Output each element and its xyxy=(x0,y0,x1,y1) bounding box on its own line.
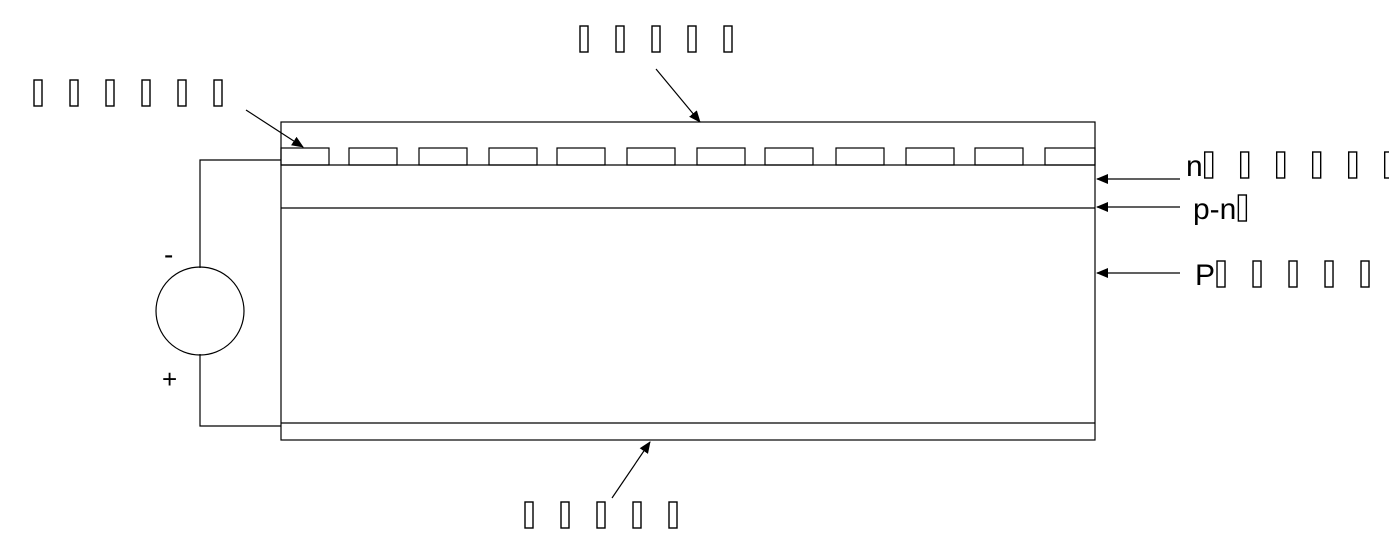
cell-body xyxy=(280,121,1096,441)
wire-top xyxy=(199,159,281,268)
finger-electrode xyxy=(418,147,468,166)
missing-glyph-box xyxy=(1203,151,1214,179)
finger-electrodes xyxy=(280,147,1096,166)
voltage-source xyxy=(155,266,245,356)
missing-glyph-box xyxy=(1360,260,1370,288)
arrow-bottom-center xyxy=(611,441,651,499)
missing-glyph-box xyxy=(141,79,151,107)
missing-glyph-box xyxy=(596,501,606,529)
finger-electrode xyxy=(280,147,330,166)
missing-glyph-box xyxy=(687,25,697,53)
external-circuit xyxy=(155,159,281,427)
missing-glyph-box xyxy=(1239,151,1250,179)
finger-electrode xyxy=(626,147,676,166)
missing-glyph-box xyxy=(1275,151,1286,179)
finger-electrode xyxy=(556,147,606,166)
missing-glyph-box xyxy=(1237,194,1248,222)
missing-glyph-box xyxy=(1324,260,1334,288)
missing-glyph-box xyxy=(615,25,625,53)
missing-glyph-box xyxy=(105,79,115,107)
label-top-center xyxy=(579,25,733,53)
missing-glyph-box xyxy=(560,501,570,529)
right_n-text: n xyxy=(1186,150,1203,183)
finger-electrode xyxy=(348,147,398,166)
finger-electrode xyxy=(696,147,746,166)
missing-glyph-box xyxy=(1383,151,1389,179)
finger-electrode xyxy=(1044,147,1096,166)
source-minus-sign: - xyxy=(164,239,173,270)
missing-glyph-box xyxy=(524,501,534,529)
missing-glyph-box xyxy=(1288,260,1298,288)
pointer-arrows xyxy=(245,68,1180,499)
source-plus-sign: + xyxy=(162,364,177,394)
finger-electrode xyxy=(974,147,1024,166)
finger-electrode xyxy=(764,147,814,166)
missing-glyph-box xyxy=(213,79,223,107)
missing-glyph-box xyxy=(579,25,589,53)
right_p-text: P xyxy=(1195,259,1215,292)
label-p-layer: P xyxy=(1195,259,1370,292)
cell-outline xyxy=(280,121,1096,441)
missing-glyph-box xyxy=(69,79,79,107)
finger-electrode xyxy=(835,147,885,166)
label-bottom-center xyxy=(524,501,678,529)
finger-electrode xyxy=(905,147,955,166)
label-top-left xyxy=(33,79,223,107)
missing-glyph-box xyxy=(632,501,642,529)
label-pn-junction: p-n xyxy=(1193,193,1248,226)
missing-glyph-box xyxy=(651,25,661,53)
missing-glyph-box xyxy=(1216,260,1226,288)
missing-glyph-box xyxy=(1252,260,1262,288)
missing-glyph-box xyxy=(177,79,187,107)
missing-glyph-box xyxy=(668,501,678,529)
missing-glyph-box xyxy=(1347,151,1358,179)
missing-glyph-box xyxy=(723,25,733,53)
missing-glyph-box xyxy=(1311,151,1322,179)
arrow-top-left xyxy=(245,109,304,148)
label-n-layer: n xyxy=(1186,150,1389,183)
arrow-top-center xyxy=(655,68,701,123)
right_pn-text: p-n xyxy=(1193,193,1236,226)
wire-bottom xyxy=(199,354,281,427)
finger-electrode xyxy=(488,147,538,166)
missing-glyph-box xyxy=(33,79,43,107)
